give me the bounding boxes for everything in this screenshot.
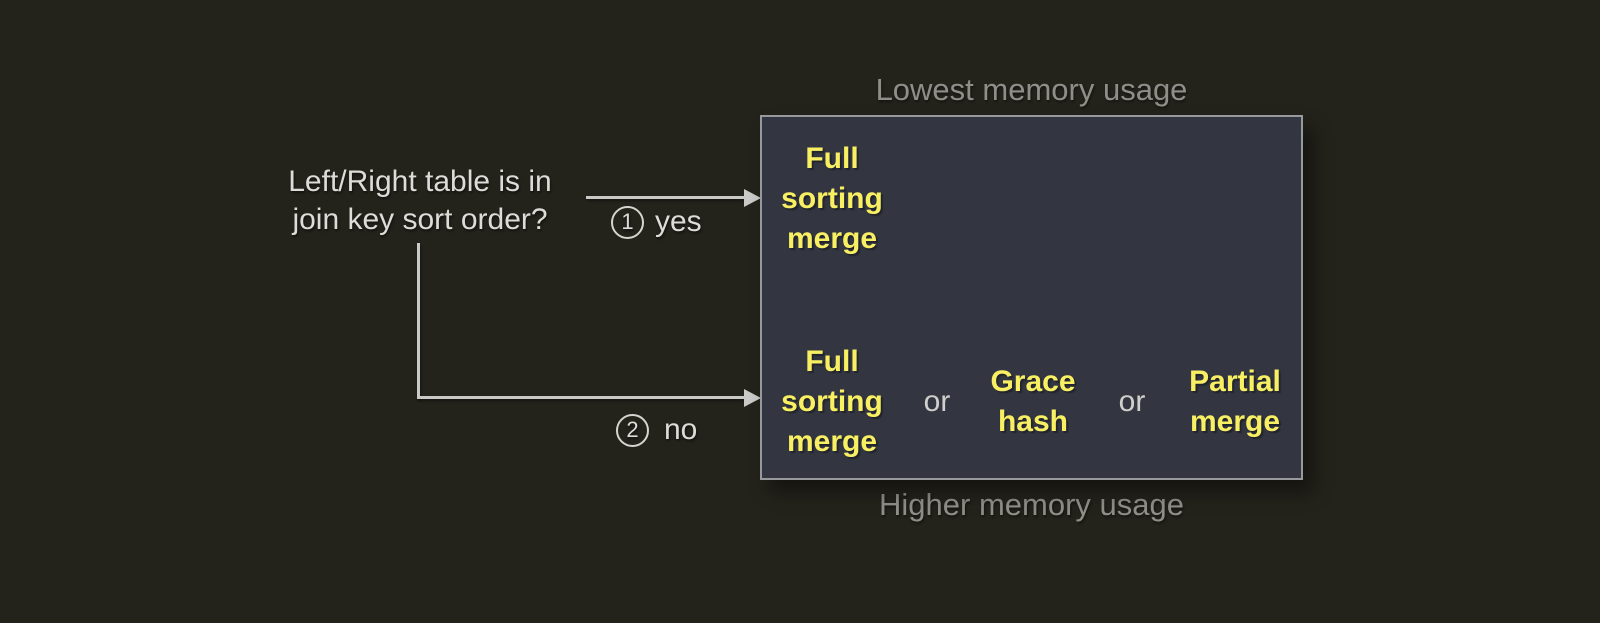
branch-yes-label: 1 yes xyxy=(611,205,702,239)
or-separator-2: or xyxy=(1118,385,1146,418)
algorithm-grace-hash: Grace hash xyxy=(990,365,1076,438)
lowest-memory-caption: Lowest memory usage xyxy=(875,72,1188,107)
algorithm-partial-merge: Partial merge xyxy=(1189,365,1281,438)
decision-question: Left/Right table is in join key sort ord… xyxy=(250,163,590,239)
circled-1-icon: 1 xyxy=(611,205,644,239)
branch-no-text: no xyxy=(664,413,698,446)
higher-memory-caption: Higher memory usage xyxy=(879,487,1184,522)
algorithm-unsorted-full-sorting-merge: Full sorting merge xyxy=(781,345,883,458)
yes-arrowhead-icon xyxy=(744,188,761,207)
algorithm-sorted-full-sorting-merge: Full sorting merge xyxy=(781,142,883,255)
no-arrow-vertical-line xyxy=(417,243,420,399)
or-separator-1: or xyxy=(923,385,951,418)
no-arrow-horizontal-line xyxy=(417,396,744,399)
decision-question-line1: Left/Right table is in xyxy=(288,165,552,198)
algorithm-box: Full sorting merge Full sorting merge or… xyxy=(760,115,1303,480)
branch-yes-text: yes xyxy=(655,205,702,238)
branch-no-label: 2 no xyxy=(616,413,697,447)
yes-arrow-line xyxy=(586,196,744,199)
decision-question-line2: join key sort order? xyxy=(292,203,548,236)
no-arrowhead-icon xyxy=(744,388,761,407)
circled-2-icon: 2 xyxy=(616,413,649,447)
